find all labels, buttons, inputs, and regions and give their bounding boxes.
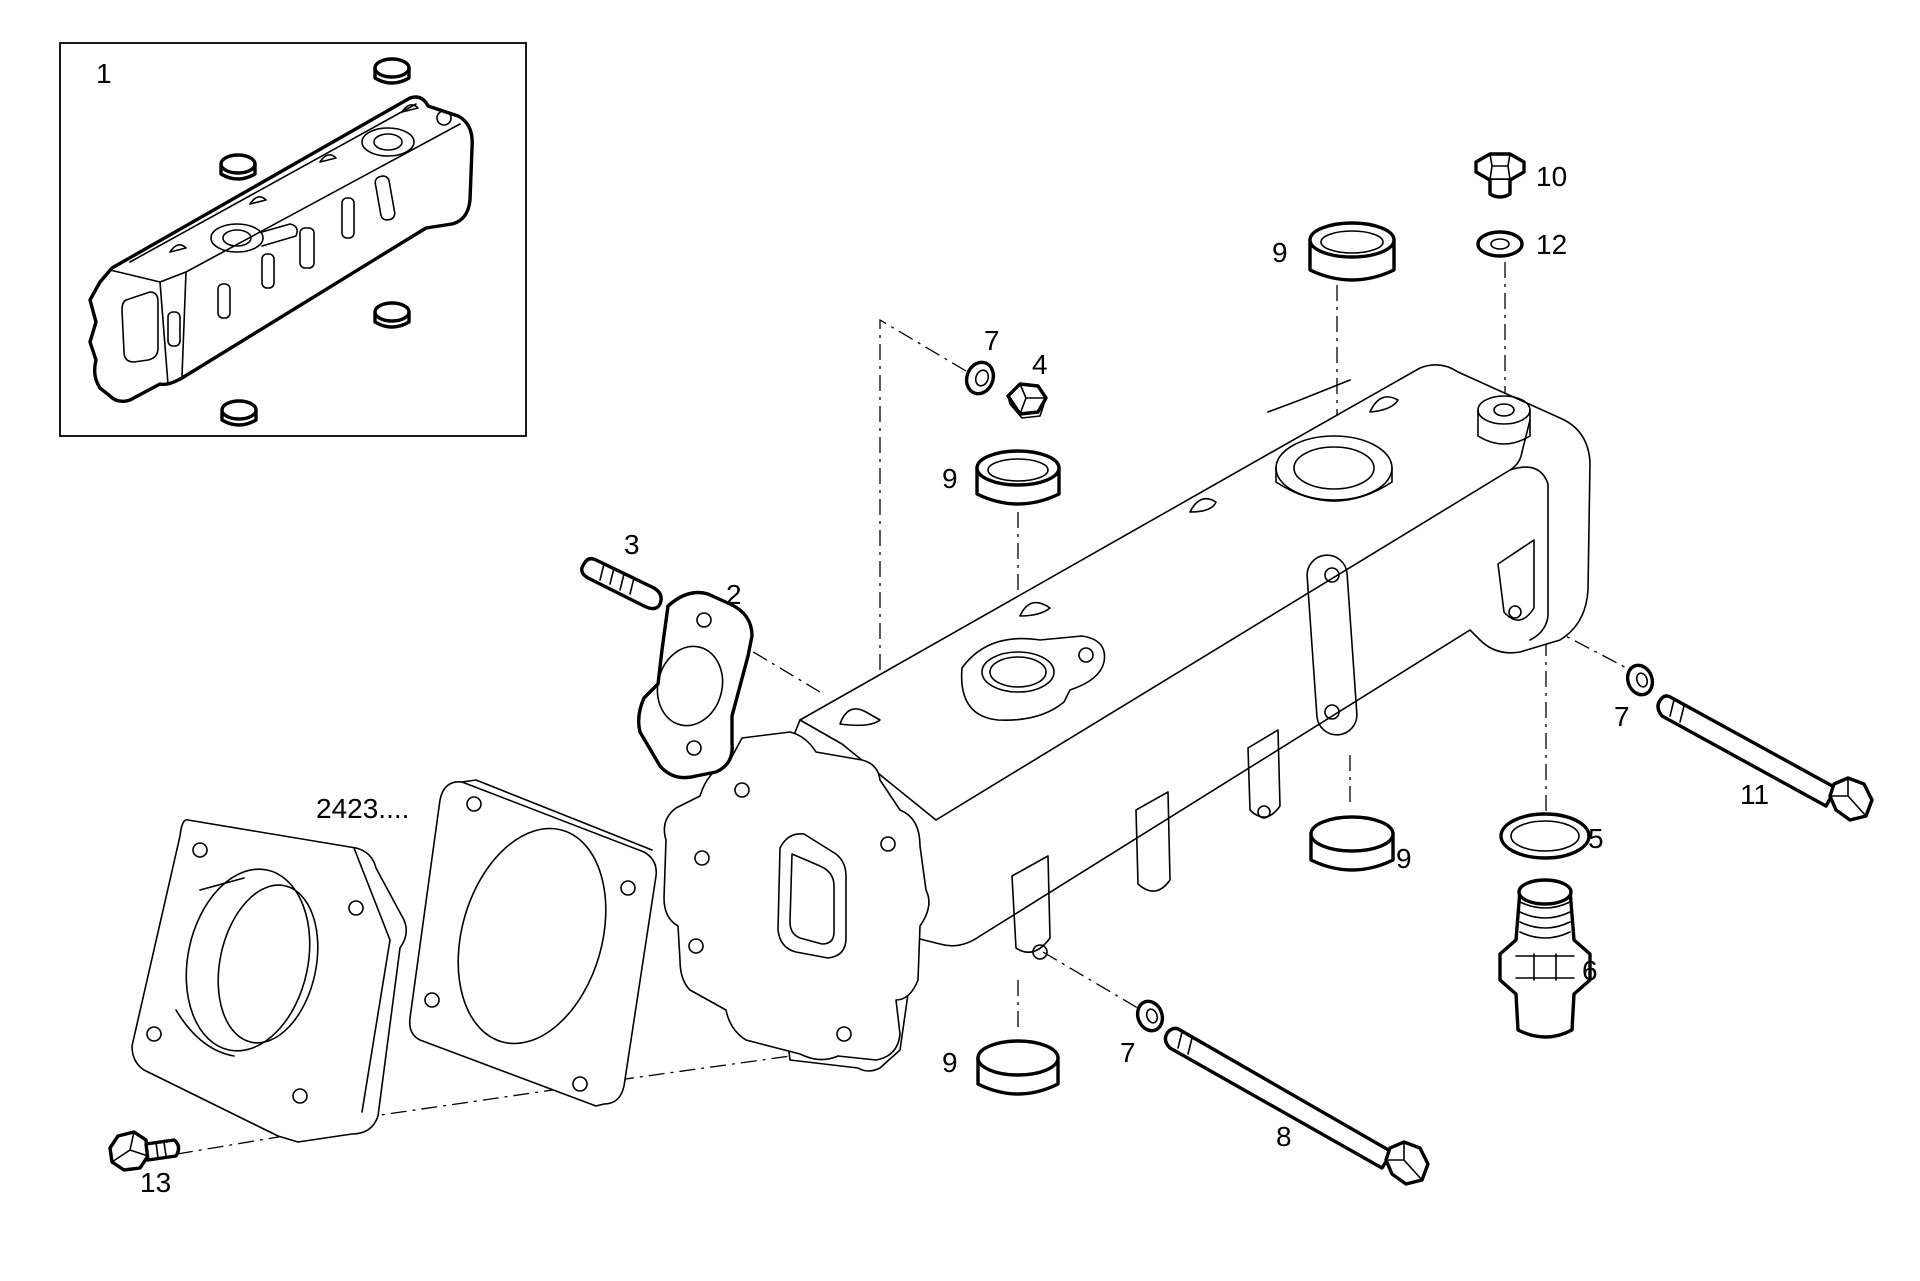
part-washer-top [964,360,996,396]
inset-plug-mid [219,153,257,181]
part-plug-top-left [975,449,1061,506]
callout-6: 6 [1582,955,1598,986]
part-screw-plug [1474,152,1526,199]
exhaust-manifold [663,364,1591,1072]
part-plug-bottom [976,1039,1060,1096]
callout-5: 5 [1588,823,1604,854]
callout-2: 2 [726,579,742,610]
callout-7-top: 7 [984,325,1000,356]
part-seal-ring [1499,812,1591,860]
callout-4: 4 [1032,349,1048,380]
part-seal-washer [1476,230,1524,258]
manifold-port-mid [960,635,1106,721]
callout-12: 12 [1536,229,1567,260]
part-plug-lower-right [1309,815,1395,872]
turbo-gasket-plate [408,779,658,1107]
part-plug-top-right [1308,221,1396,282]
callout-9-lower-right: 9 [1396,843,1412,874]
manifold-flange [663,731,930,1061]
part-hose-connector [1498,878,1592,1039]
inset-manifold-icon [88,57,474,427]
manifold-port-right [1275,435,1393,502]
part-washer-lower [1135,999,1165,1033]
callout-9-top-left: 9 [942,463,958,494]
callout-9-bottom: 9 [942,1047,958,1078]
part-gasket [636,590,754,780]
callout-10: 10 [1536,161,1567,192]
reference-text: 2423.... [316,793,409,824]
inset-plug-top [373,57,411,85]
inset-callout-1: 1 [96,58,112,89]
part-nut [1006,382,1048,419]
inset-plug-low [373,301,411,329]
inset-plug-bottom [220,399,258,427]
callout-7-lower: 7 [1120,1037,1136,1068]
callout-labels: 2 3 4 5 6 7 7 7 8 9 9 9 9 10 11 12 13 24… [140,161,1769,1198]
part-hex-bolt [108,1130,181,1172]
turbo-adapter-flange [131,819,408,1143]
callout-3: 3 [624,529,640,560]
part-long-bolt-lower [1163,1026,1430,1186]
part-long-bolt-right [1656,694,1874,822]
callout-11: 11 [1740,779,1769,810]
callout-7-right: 7 [1614,701,1630,732]
part-stud [580,556,663,611]
manifold-boss [1477,395,1531,445]
callout-9-top-right: 9 [1272,237,1288,268]
part-washer-right [1625,663,1655,697]
callout-8: 8 [1276,1121,1292,1152]
assembly-inset: 1 [59,42,527,437]
callout-13: 13 [140,1167,171,1198]
